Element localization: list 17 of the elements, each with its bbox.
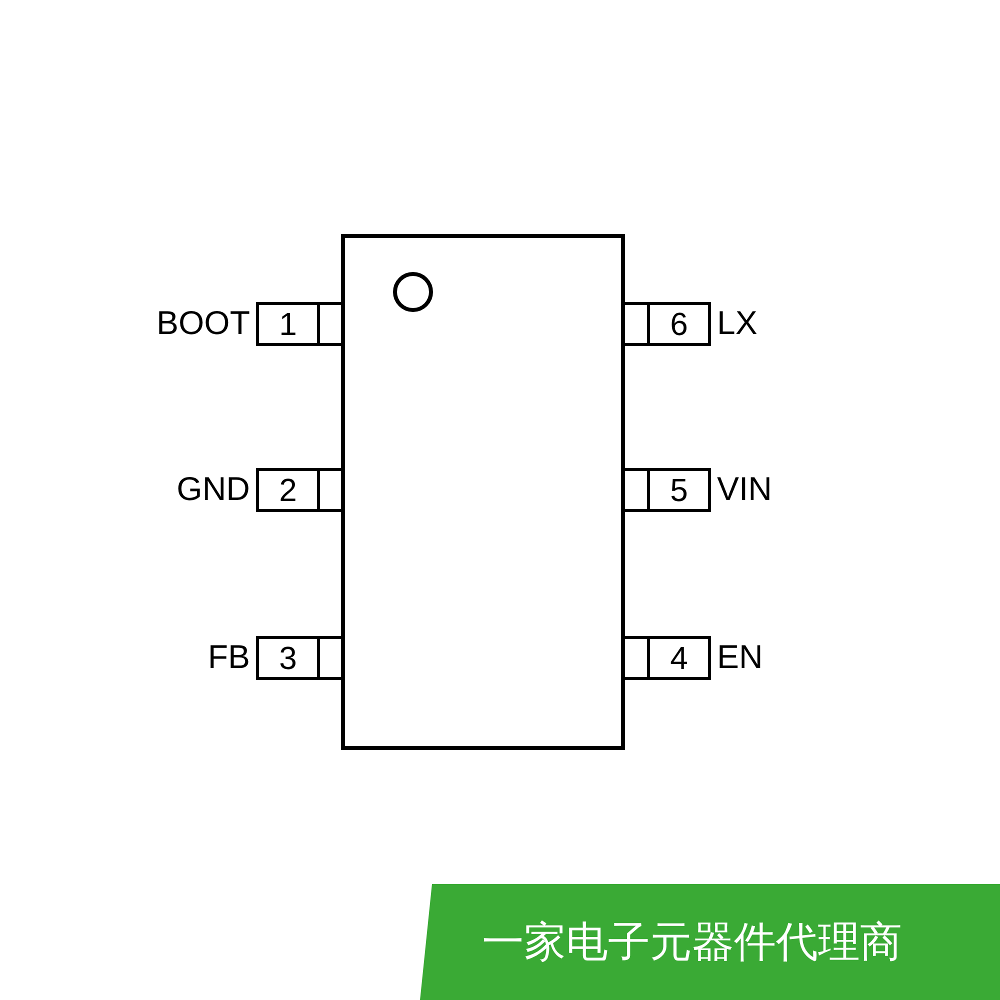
pin-box — [622, 302, 711, 346]
pin-number: 5 — [647, 471, 708, 509]
pin-number: 1 — [259, 305, 320, 343]
chip-body — [341, 234, 625, 750]
pin-name: FB — [208, 638, 250, 676]
pin-box — [622, 636, 711, 680]
pin-box — [622, 468, 711, 512]
pin-number: 3 — [259, 639, 320, 677]
pin-name: EN — [717, 638, 763, 676]
pin-name: VIN — [717, 470, 772, 508]
pin-name: LX — [717, 304, 758, 342]
pin-number: 4 — [647, 639, 708, 677]
pin-number: 6 — [647, 305, 708, 343]
pin-number: 2 — [259, 471, 320, 509]
slogan: 一家电子元器件代理商 — [482, 917, 902, 967]
pin-name: BOOT — [156, 304, 250, 342]
pin-name: GND — [176, 470, 250, 508]
